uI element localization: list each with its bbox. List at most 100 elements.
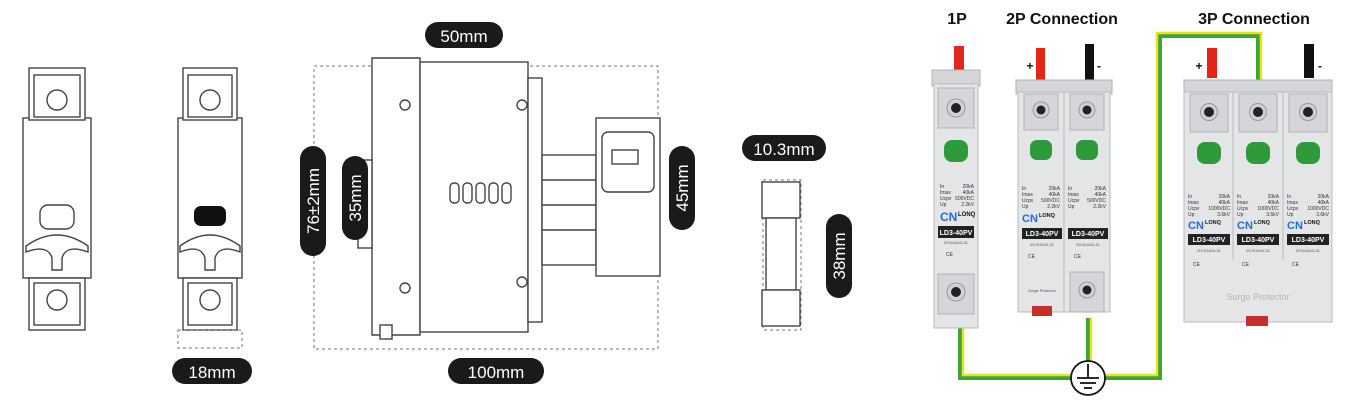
svg-text:LD3-40PV: LD3-40PV xyxy=(1242,237,1275,244)
sign-plus-2p: + xyxy=(1026,59,1033,73)
svg-text:Imax: Imax xyxy=(1188,200,1199,206)
svg-text:2.2kV: 2.2kV xyxy=(1047,204,1060,210)
svg-text:CE: CE xyxy=(1028,254,1036,260)
dim-label-35mm: 35mm xyxy=(346,174,365,221)
dim-100mm: 100mm xyxy=(448,358,544,384)
svg-text:20kA: 20kA xyxy=(1219,194,1231,200)
svg-text:3.6kV: 3.6kV xyxy=(1266,212,1279,218)
svg-text:Up: Up xyxy=(1022,204,1029,210)
front-view-closed xyxy=(177,67,243,349)
dim-label-18mm: 18mm xyxy=(188,363,235,382)
svg-text:20kA: 20kA xyxy=(1268,194,1280,200)
svg-text:Ucpv: Ucpv xyxy=(1237,206,1249,212)
svg-text:LONQ: LONQ xyxy=(1039,213,1056,219)
dim-label-50mm: 50mm xyxy=(440,27,487,46)
svg-text:Imax: Imax xyxy=(940,190,951,196)
svg-text:500VDC: 500VDC xyxy=(1087,198,1106,204)
svg-text:In: In xyxy=(1287,194,1291,200)
svg-text:CN: CN xyxy=(1287,220,1303,232)
title-2p: 2P Connection xyxy=(1006,11,1118,28)
svg-text:Up: Up xyxy=(940,202,947,208)
sign-minus-3p: - xyxy=(1318,59,1322,73)
svg-text:IEC61643-31: IEC61643-31 xyxy=(1246,248,1270,253)
svg-text:Up: Up xyxy=(1237,212,1244,218)
svg-text:IEC61643-31: IEC61643-31 xyxy=(1076,242,1100,247)
front-view-open xyxy=(22,67,92,331)
title-3p: 3P Connection xyxy=(1198,11,1310,28)
svg-text:CN: CN xyxy=(1188,220,1204,232)
svg-text:In: In xyxy=(940,184,944,190)
svg-text:LD3-40PV: LD3-40PV xyxy=(1026,231,1059,238)
svg-text:20kA: 20kA xyxy=(1049,186,1061,192)
svg-text:CE: CE xyxy=(1292,262,1300,268)
svg-text:CE: CE xyxy=(1074,254,1082,260)
svg-text:40kA: 40kA xyxy=(963,190,975,196)
svg-text:In: In xyxy=(1237,194,1241,200)
svg-text:LD3-40PV: LD3-40PV xyxy=(1292,237,1325,244)
svg-text:40kA: 40kA xyxy=(1318,200,1330,206)
dim-label-38mm: 38mm xyxy=(830,232,849,279)
svg-text:1000VDC: 1000VDC xyxy=(1257,206,1279,212)
svg-text:In: In xyxy=(1068,186,1072,192)
svg-text:Ucpv: Ucpv xyxy=(1188,206,1200,212)
brand-cn-1p: CN xyxy=(940,210,957,224)
svg-text:IEC61643-31: IEC61643-31 xyxy=(1197,248,1221,253)
svg-text:CN: CN xyxy=(1237,220,1253,232)
dim-35mm: 35mm xyxy=(342,156,368,240)
svg-text:CN: CN xyxy=(1022,213,1038,225)
svg-text:1000VDC: 1000VDC xyxy=(1307,206,1329,212)
svg-text:3.6kV: 3.6kV xyxy=(1316,212,1329,218)
svg-text:20kA: 20kA xyxy=(1318,194,1330,200)
svg-text:CE: CE xyxy=(1193,262,1201,268)
dim-76mm: 76±2mm xyxy=(300,146,326,256)
svg-text:IEC61643-31: IEC61643-31 xyxy=(1296,248,1320,253)
dim-label-76mm: 76±2mm xyxy=(304,168,323,234)
svg-text:20kA: 20kA xyxy=(963,184,975,190)
svg-text:40kA: 40kA xyxy=(1219,200,1231,206)
ce-1p: CE xyxy=(946,252,954,258)
svg-text:Imax: Imax xyxy=(1022,192,1033,198)
svg-text:20kA: 20kA xyxy=(1095,186,1107,192)
svg-text:LONQ: LONQ xyxy=(1304,220,1321,226)
svg-text:2.2kV: 2.2kV xyxy=(1093,204,1106,210)
svg-text:40kA: 40kA xyxy=(1095,192,1107,198)
svg-text:Ucpv: Ucpv xyxy=(1287,206,1299,212)
svg-text:LONQ: LONQ xyxy=(1254,220,1271,226)
svg-text:Up: Up xyxy=(1287,212,1294,218)
dim-38mm: 38mm xyxy=(826,214,852,298)
standard-1p: IEC61643-31 xyxy=(944,240,968,245)
svg-text:Ucpv: Ucpv xyxy=(1022,198,1034,204)
dim-label-100mm: 100mm xyxy=(468,363,525,382)
fuse-drawing xyxy=(761,179,802,331)
svg-text:LD3-40PV: LD3-40PV xyxy=(1072,231,1105,238)
svg-text:Ucpv: Ucpv xyxy=(940,196,952,202)
svg-text:In: In xyxy=(1022,186,1026,192)
svg-text:Imax: Imax xyxy=(1068,192,1079,198)
svg-text:3.6kV: 3.6kV xyxy=(1217,212,1230,218)
svg-text:CE: CE xyxy=(1242,262,1250,268)
dim-45mm: 45mm xyxy=(669,146,695,230)
svg-text:40kA: 40kA xyxy=(1049,192,1061,198)
housing-text-2p: Surge Protector xyxy=(1028,288,1057,293)
dim-50mm: 50mm xyxy=(425,22,503,48)
module-1p: LD3-40PV CN LONQ IEC61643-31 In Imax Ucp… xyxy=(931,69,981,329)
brand-lonq-1p: LONQ xyxy=(958,212,976,218)
sign-minus-2p: - xyxy=(1097,59,1101,73)
svg-text:500VDC: 500VDC xyxy=(1041,198,1060,204)
wires xyxy=(954,31,1314,380)
title-1p: 1P xyxy=(947,11,967,28)
dim-10-3mm: 10.3mm xyxy=(742,135,826,161)
svg-text:Up: Up xyxy=(1068,204,1075,210)
svg-text:40kA: 40kA xyxy=(1268,200,1280,206)
dim-18mm: 18mm xyxy=(172,358,252,384)
svg-text:Ucpv: Ucpv xyxy=(1068,198,1080,204)
svg-text:1000VDC: 1000VDC xyxy=(1208,206,1230,212)
svg-text:500VDC: 500VDC xyxy=(955,196,974,202)
dim-label-45mm: 45mm xyxy=(673,164,692,211)
dim-label-10-3mm: 10.3mm xyxy=(753,140,814,159)
housing-text-3p: Surge Protector xyxy=(1226,292,1289,302)
svg-text:Up: Up xyxy=(1188,212,1195,218)
sign-plus-3p: + xyxy=(1195,59,1202,73)
